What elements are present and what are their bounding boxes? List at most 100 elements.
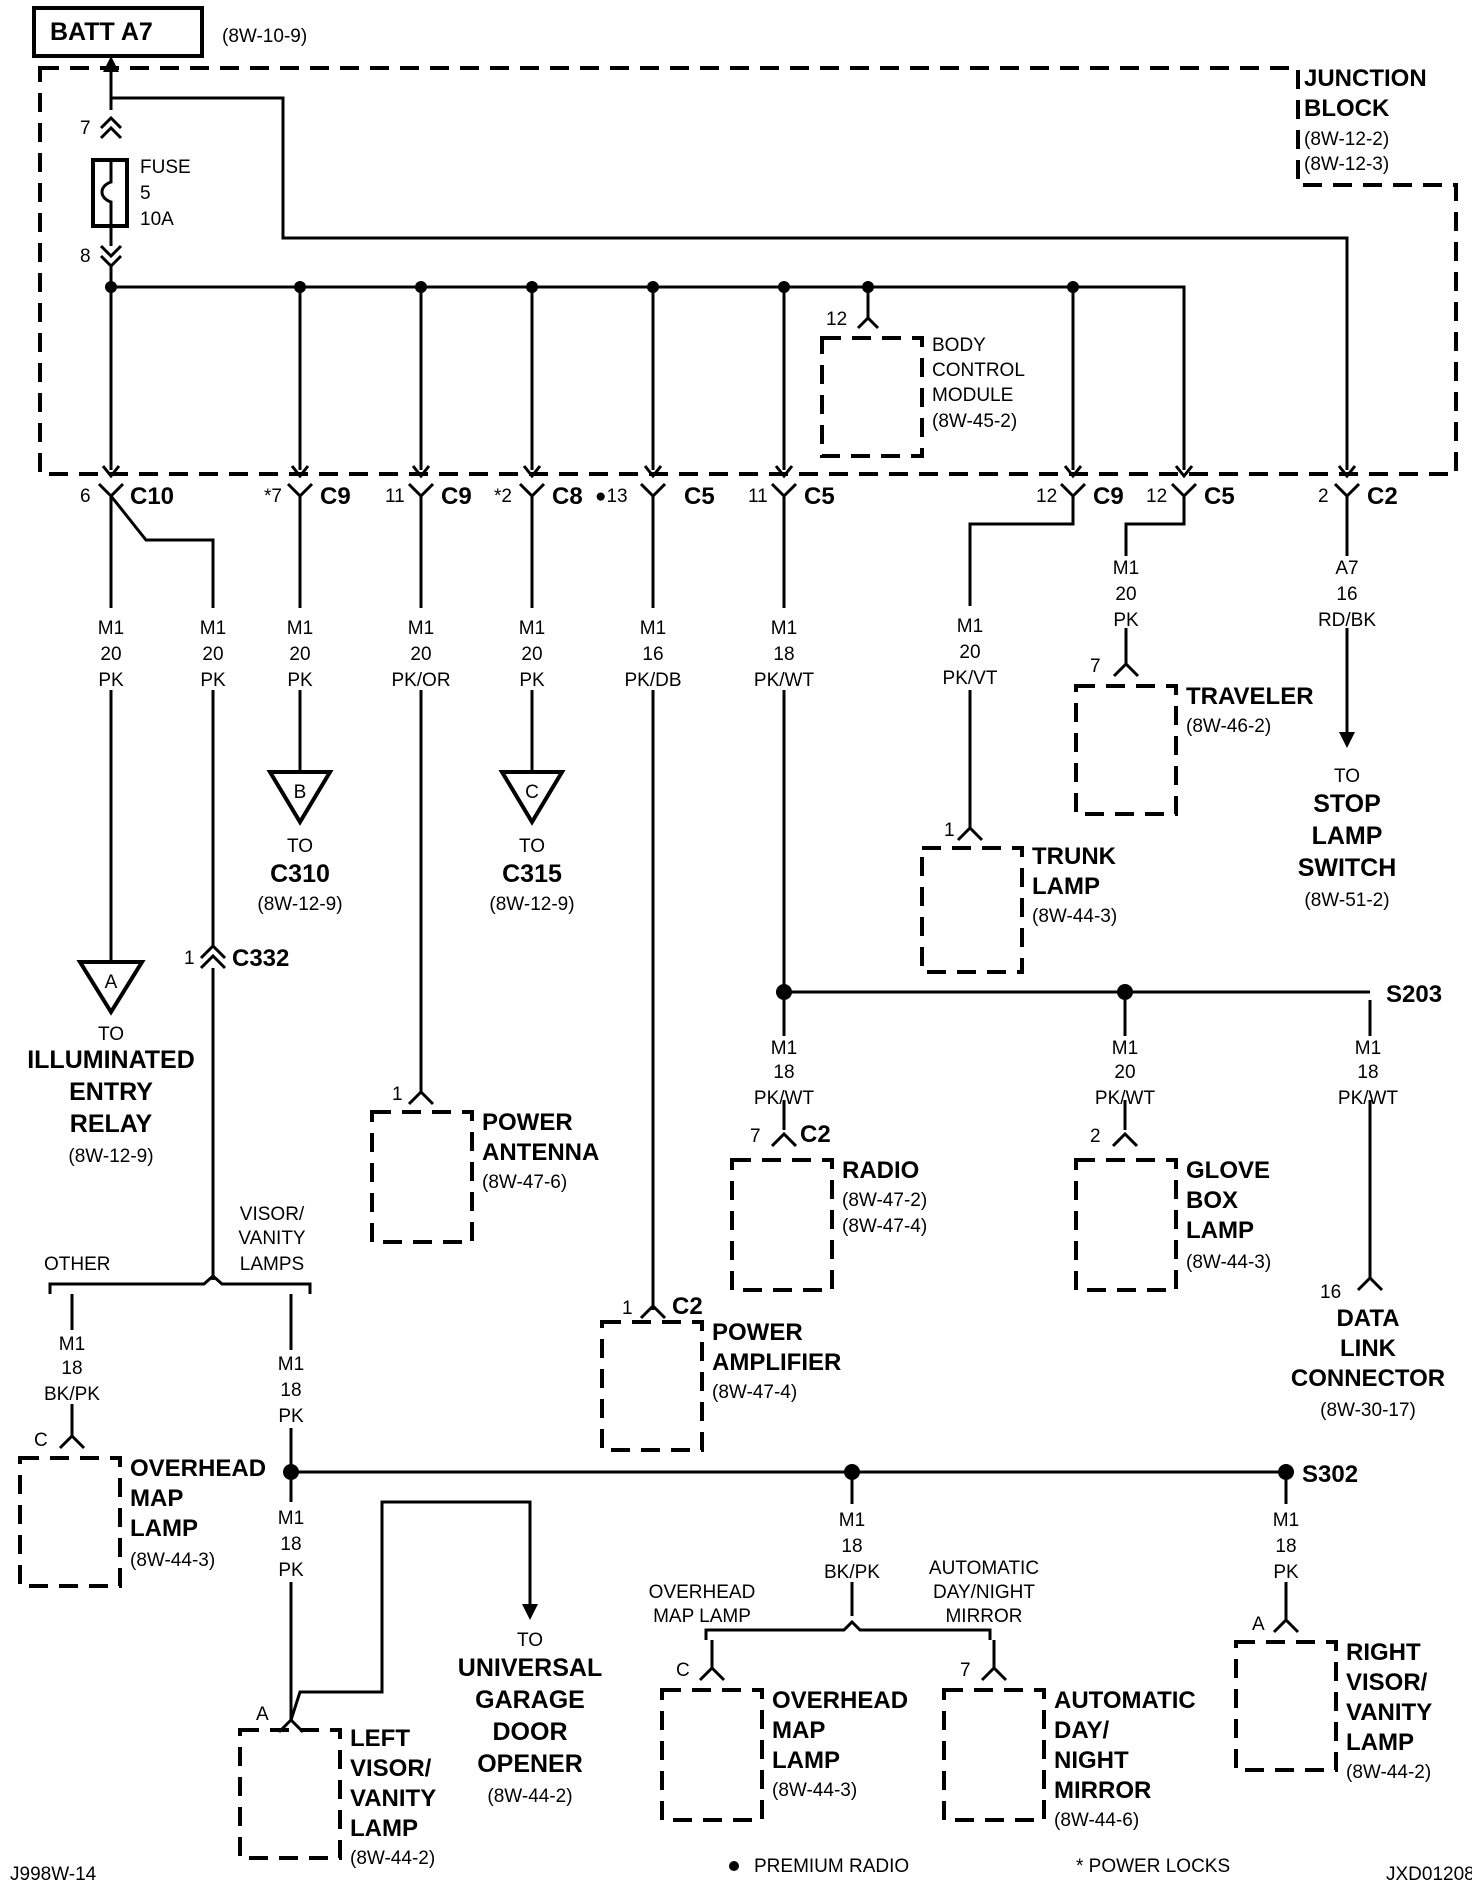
component-power-antenna: 1 POWER ANTENNA (8W-47-6) — [370, 1084, 599, 1244]
component-name: MIRROR — [1054, 1777, 1151, 1804]
svg-text:20: 20 — [202, 644, 223, 665]
svg-text:PK/WT: PK/WT — [754, 670, 815, 691]
component-name: AUTOMATIC — [1054, 1687, 1196, 1714]
component-overhead-map-lamp-middle: C OVERHEAD MAP LAMP (8W-44-3) — [660, 1660, 908, 1822]
component-ref: (8W-44-3) — [130, 1550, 215, 1571]
connector-name: C2 — [800, 1121, 831, 1148]
dest-name: UNIVERSAL — [458, 1654, 602, 1682]
svg-text:20: 20 — [1115, 584, 1136, 605]
component-box — [730, 1158, 834, 1292]
component-ref: (8W-44-3) — [1032, 906, 1117, 927]
component-box — [920, 846, 1024, 974]
outgoing-wiring — [109, 495, 1372, 1310]
footnote-power-locks: * POWER LOCKS — [1076, 1856, 1230, 1877]
component-power-amplifier: 1 C2 POWER AMPLIFIER (8W-47-4) — [600, 1293, 841, 1452]
svg-text:20: 20 — [100, 644, 121, 665]
component-name: OVERHEAD — [130, 1455, 266, 1482]
svg-text:M1: M1 — [519, 618, 545, 639]
connector-name: C10 — [130, 483, 174, 510]
svg-text:18: 18 — [841, 1536, 862, 1557]
junction-title-2: BLOCK — [1304, 95, 1390, 122]
component-box — [660, 1688, 764, 1822]
junction-title-1: JUNCTION — [1304, 65, 1427, 92]
dest-name: OPENER — [477, 1750, 583, 1778]
arrow-down-icon — [522, 1604, 538, 1620]
arrow-down-icon — [1337, 465, 1357, 479]
dest-to: TO — [519, 836, 545, 857]
connector-c10: 6 C10 — [80, 465, 174, 510]
junction-block-title: JUNCTION BLOCK (8W-12-2) (8W-12-3) — [1304, 65, 1427, 175]
connector-icon — [58, 1433, 86, 1450]
component-traveler: 7 TRAVELER (8W-46-2) — [1074, 656, 1314, 816]
svg-text:PK/WT: PK/WT — [1095, 1088, 1156, 1109]
arrow-up-icon — [103, 56, 119, 72]
component-name: RADIO — [842, 1157, 919, 1184]
svg-text:20: 20 — [410, 644, 431, 665]
batt-label: BATT A7 — [50, 18, 153, 46]
bcm-line-3: MODULE — [932, 385, 1013, 406]
svg-text:PK: PK — [98, 670, 124, 691]
component-name: LAMP — [1032, 873, 1100, 900]
dest-name: STOP — [1313, 790, 1381, 818]
component-automatic-day-night-mirror: 7 AUTOMATIC DAY/ NIGHT MIRROR (8W-44-6) — [942, 1660, 1196, 1831]
component-ref: (8W-46-2) — [1186, 716, 1271, 737]
connector-icon — [407, 1089, 435, 1106]
splice-s302-bus — [283, 1464, 1294, 1721]
fuse-element-icon — [100, 160, 113, 226]
dest-to: TO — [98, 1024, 124, 1045]
connector-icon — [1111, 1131, 1139, 1148]
dest-illuminated-entry-relay: A TO ILLUMINATED ENTRY RELAY (8W-12-9) — [27, 960, 195, 1167]
component-box — [1234, 1640, 1338, 1772]
junction-ref-1: (8W-12-2) — [1304, 129, 1389, 150]
component-box — [942, 1688, 1046, 1822]
dest-to: TO — [1334, 766, 1360, 787]
svg-text:M1: M1 — [408, 618, 434, 639]
connector-icon — [1356, 1275, 1384, 1292]
fuse-number: 5 — [140, 183, 151, 204]
component-pin: 2 — [1090, 1126, 1101, 1147]
arrow-down-icon — [1339, 732, 1355, 748]
svg-text:RD/BK: RD/BK — [1318, 610, 1376, 631]
connector-c2: 2 C2 — [1318, 465, 1398, 510]
svg-text:PK: PK — [278, 1560, 304, 1581]
svg-text:PK/WT: PK/WT — [754, 1088, 815, 1109]
connector-icon — [639, 1303, 667, 1320]
svg-text:M1: M1 — [771, 618, 797, 639]
dest-name: ILLUMINATED — [27, 1046, 195, 1074]
component-pin: C — [676, 1660, 690, 1681]
connector-icon — [1333, 482, 1361, 499]
component-left-visor-vanity-lamp: A LEFT VISOR/ VANITY LAMP (8W-44-2) — [238, 1704, 436, 1869]
connector-pin: 11 — [385, 486, 405, 507]
connector-pin: 11 — [748, 486, 768, 507]
arrow-down-icon — [1174, 465, 1194, 479]
bcm-line-1: BODY — [932, 335, 986, 356]
svg-text:PK/WT: PK/WT — [1338, 1088, 1399, 1109]
connector-icon — [286, 482, 314, 499]
svg-text:18: 18 — [1357, 1062, 1378, 1083]
junction-block-outline — [38, 66, 1458, 476]
connector-icon — [1112, 661, 1140, 678]
svg-text:PK: PK — [1273, 1562, 1299, 1583]
svg-text:18: 18 — [280, 1380, 301, 1401]
dest-universal-garage-door-opener: TO UNIVERSAL GARAGE DOOR OPENER (8W-44-2… — [458, 1630, 602, 1807]
option-label: VISOR/ — [240, 1204, 305, 1225]
splice-point — [776, 984, 792, 1000]
component-pin: C — [34, 1430, 48, 1451]
svg-text:M1: M1 — [1112, 1038, 1138, 1059]
component-name: VISOR/ — [1346, 1669, 1428, 1696]
component-ref: (8W-44-6) — [1054, 1810, 1139, 1831]
bcm-box — [820, 336, 924, 458]
svg-text:M1: M1 — [771, 1038, 797, 1059]
option-label: OTHER — [44, 1254, 111, 1275]
connector-name: C9 — [1093, 483, 1124, 510]
component-glove-box-lamp: 2 GLOVE BOX LAMP (8W-44-3) — [1074, 1126, 1271, 1292]
svg-text:A7: A7 — [1335, 558, 1358, 579]
svg-text:18: 18 — [1275, 1536, 1296, 1557]
